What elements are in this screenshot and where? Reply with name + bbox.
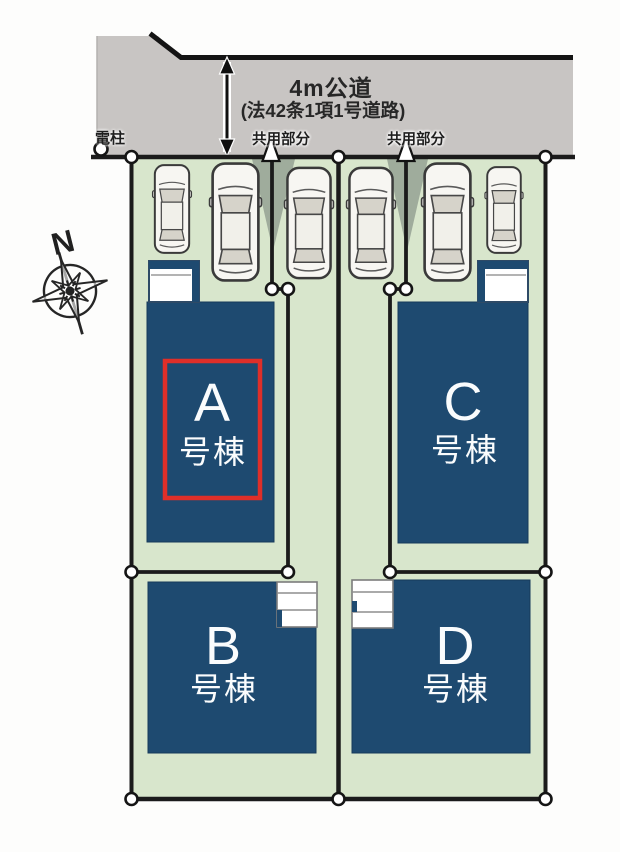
up-arrow-marker-icon — [395, 133, 417, 163]
car-icon — [208, 162, 263, 282]
utility-pole-marker — [93, 141, 109, 157]
building-D-suffix: 号棟 — [421, 671, 491, 707]
building-C-suffix: 号棟 — [430, 432, 500, 468]
building-C — [397, 301, 529, 544]
building-A-porch — [148, 260, 200, 303]
building-A-suffix: 号棟 — [178, 434, 248, 470]
common-area-label-left: 共用部分 — [252, 132, 310, 148]
up-arrow-marker-icon — [260, 133, 282, 163]
road-name-label: 4m公道 — [289, 75, 373, 101]
car-icon — [483, 165, 525, 255]
building-B-letter: B — [204, 616, 242, 676]
road-top-edge-line — [148, 31, 573, 60]
car-icon — [420, 162, 475, 282]
selected-building-highlight — [162, 358, 263, 501]
car-icon — [283, 166, 335, 280]
compass-rose-icon — [32, 252, 108, 335]
building-C-letter: C — [443, 372, 483, 432]
car-icon — [151, 163, 193, 255]
survey-point-circles — [93, 141, 553, 807]
building-A — [146, 301, 275, 543]
building-B-suffix: 号棟 — [189, 671, 259, 707]
car-icon — [345, 166, 397, 280]
road-width-arrow-icon — [218, 55, 236, 158]
building-D-porch — [351, 579, 394, 629]
building-D-letter: D — [435, 616, 475, 676]
building-C-porch — [477, 260, 529, 303]
building-A-letter: A — [193, 373, 231, 433]
common-area-label-right: 共用部分 — [387, 132, 445, 148]
road-area — [97, 36, 573, 156]
utility-pole-label: 電柱 — [95, 130, 126, 147]
building-B-porch — [276, 581, 318, 628]
road-regulation-label: (法42条1項1号道路) — [240, 100, 406, 121]
